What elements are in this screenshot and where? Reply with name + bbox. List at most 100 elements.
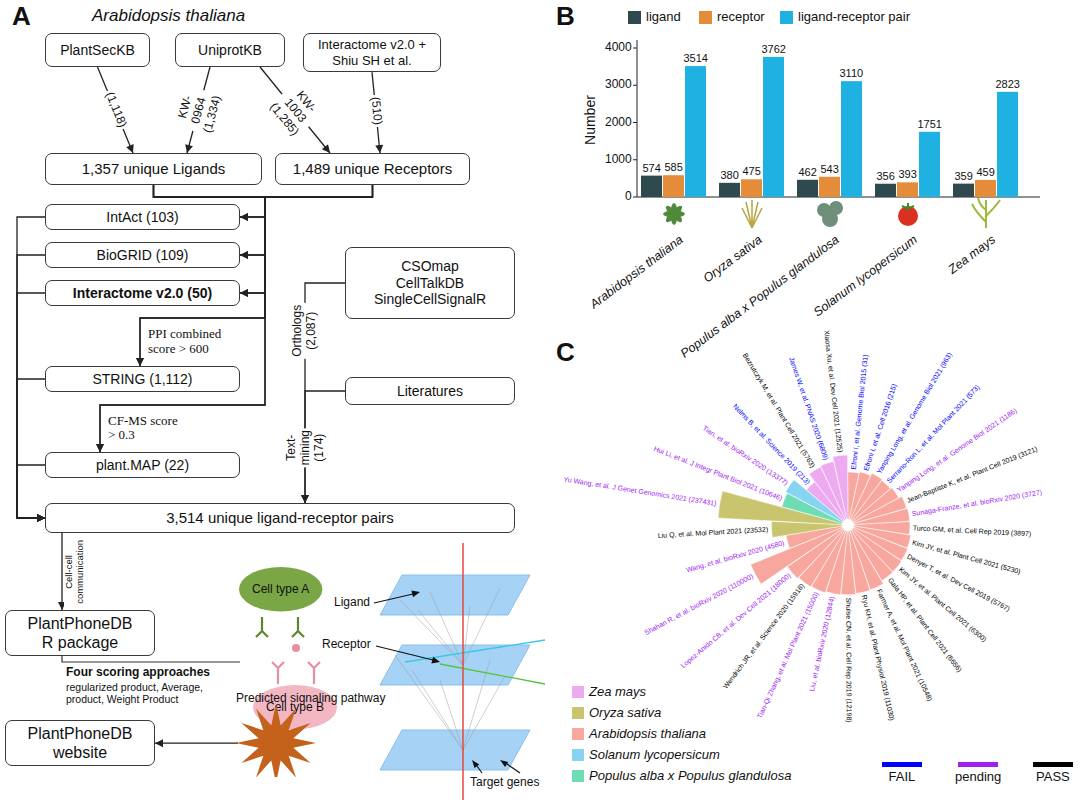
value-label: 359: [955, 170, 973, 183]
green-link: [440, 664, 545, 684]
connector-label: Cell-cell communication: [64, 537, 86, 605]
connector-label: (510): [367, 94, 384, 127]
legend-text: FAIL: [889, 770, 916, 785]
radial-bar: [833, 455, 848, 519]
database-box: BioGRID (109): [45, 242, 240, 268]
connector-line: [17, 465, 45, 518]
bar: [953, 184, 974, 197]
bar: [663, 175, 684, 197]
rosette-icon: [663, 203, 685, 225]
value-label: 543: [821, 163, 839, 176]
bar: [685, 66, 706, 197]
database-box: Interactome v2.0 (50): [45, 280, 240, 306]
dataset-label: Liu Q, et al. Mol Plant 2021 (23532): [658, 526, 769, 540]
bar: [797, 180, 818, 197]
legend-text: Populus alba x Populus glandulosa: [589, 769, 791, 784]
legend-swatch: [958, 762, 998, 767]
node-text: CSOmap CellTalkDB SingleCellSignalR: [374, 258, 486, 308]
leaf: [822, 211, 838, 227]
source-box: Literatures: [345, 377, 515, 405]
bar: [719, 183, 740, 197]
connector-line: [240, 185, 373, 255]
category-label: Zea mays: [946, 232, 998, 277]
connector-line: [17, 255, 45, 518]
legend-text: Oryza sativa: [589, 706, 661, 721]
leader-line: [477, 766, 482, 773]
tick-label: 0: [625, 190, 632, 204]
tick-mark: [633, 85, 637, 86]
arrowhead: [411, 591, 420, 598]
arrowhead: [240, 289, 248, 297]
source-box: UniprotKB: [175, 33, 285, 67]
connector-line: [154, 185, 266, 293]
database-box: IntAct (103): [45, 204, 240, 230]
value-label: 475: [743, 165, 761, 178]
arrowhead: [37, 514, 45, 522]
receptor-stalks: [256, 617, 304, 637]
arrowhead: [126, 144, 133, 153]
legend-swatch: [628, 11, 641, 24]
category-label: Populus alba x Populus glandulosa: [678, 232, 842, 361]
connector-label: CF-MS score > 0.3: [108, 414, 184, 444]
legend-swatch: [572, 749, 584, 761]
node-text: PlantPhoneDB R package: [28, 614, 133, 652]
database-box: plant.MAP (22): [45, 452, 240, 478]
connector-line: [98, 67, 134, 153]
arrowhead: [96, 444, 104, 452]
arrowhead: [240, 251, 248, 259]
connector-line: [155, 743, 238, 744]
arrowhead: [240, 213, 248, 221]
arrowhead: [240, 289, 248, 297]
dataset-label: Xiaosa Xu, et al. Dev Cell 2021 (12525): [822, 330, 844, 453]
arrowhead: [37, 514, 45, 522]
arrowhead: [472, 760, 479, 768]
bar: [919, 132, 940, 197]
legend-swatch: [780, 11, 793, 24]
connector-line: [17, 379, 45, 518]
node-text: Literatures: [397, 383, 463, 400]
set-box: 1,357 unique Ligands: [45, 153, 262, 185]
node-text: IntAct (103): [106, 209, 178, 226]
node-text: STRING (1,112): [92, 371, 192, 388]
legend-text: ligand-receptor pair: [798, 10, 910, 25]
legend-swatch: [572, 728, 584, 740]
arrowhead: [37, 514, 45, 522]
value-label: 459: [977, 166, 995, 179]
leaf: [664, 204, 685, 225]
value-label: 356: [877, 170, 895, 183]
species-title: Arabidopsis thaliana: [92, 6, 245, 26]
tick-mark: [633, 122, 637, 123]
method-heading: Four scoring approaches: [66, 666, 210, 680]
node-text: 1,489 unique Receptors: [293, 160, 452, 178]
connector-line: [260, 67, 330, 153]
bar: [997, 92, 1018, 197]
bar: [841, 81, 862, 197]
leader-line: [374, 594, 413, 603]
node-text: Interactome v2.0 + Shiu SH et al.: [312, 37, 432, 68]
node-text: PlantPhoneDB website: [28, 724, 133, 762]
cell-body: [239, 567, 322, 611]
plane: [380, 575, 530, 615]
red-axis: [462, 543, 464, 800]
bar: [741, 179, 762, 197]
arrowhead: [155, 739, 163, 747]
arrowhead: [301, 495, 309, 503]
connector-line: [240, 185, 373, 217]
legend-text: PASS: [1036, 770, 1070, 785]
axis-title: Number: [582, 95, 598, 145]
callout-arrows: [374, 591, 520, 774]
connector-line: [17, 217, 45, 518]
tick-label: 3000: [605, 78, 632, 92]
connector: [17, 379, 45, 522]
value-label: 3514: [684, 52, 708, 65]
network-links: [395, 588, 505, 750]
dataset-label: Yu Wang, et al. J Genet Genomics 2021 (2…: [563, 475, 717, 507]
tick-mark: [633, 159, 637, 160]
tick-mark: [633, 197, 637, 198]
connector: [98, 67, 134, 153]
category-label: Oryza sativa: [701, 232, 765, 285]
tick-label: 2000: [605, 116, 632, 130]
arrowhead: [96, 444, 104, 452]
leader-line: [507, 764, 520, 773]
connector-label: PPI combined score > 600: [148, 327, 248, 357]
